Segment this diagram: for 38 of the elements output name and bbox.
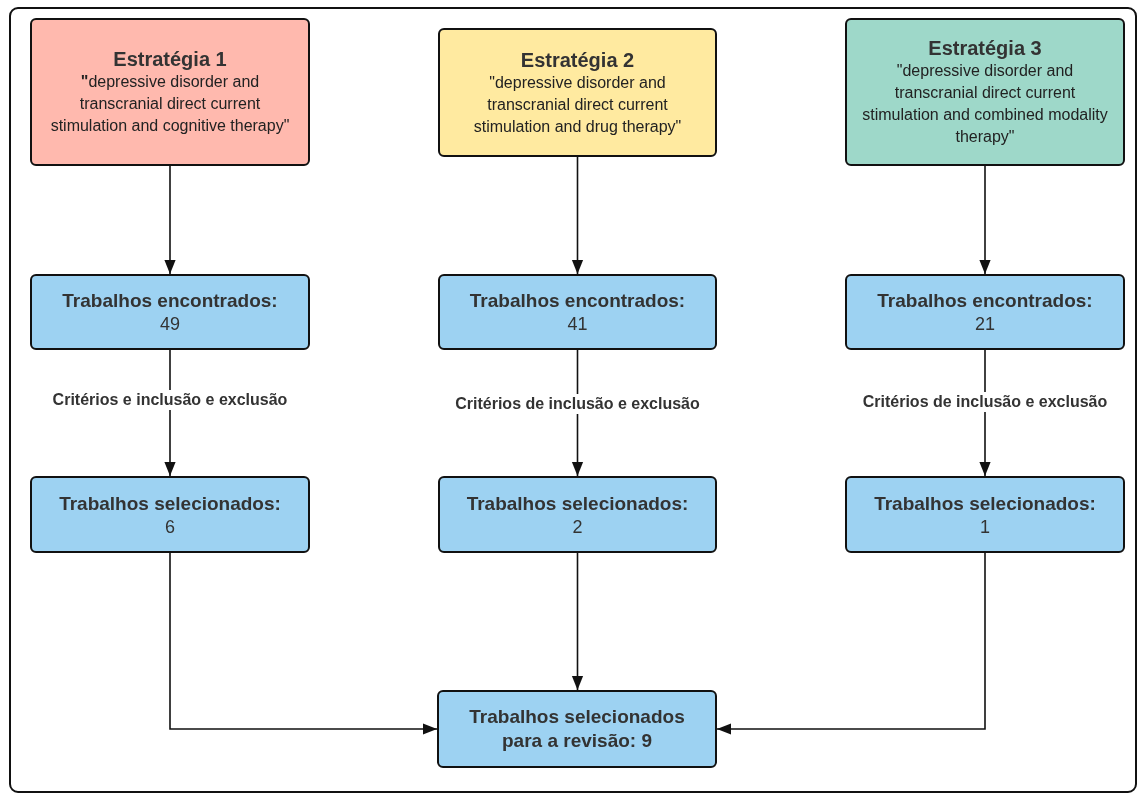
process-box: [438, 476, 717, 553]
strategy-box: [438, 28, 717, 157]
box-text: 49: [160, 313, 180, 335]
process-box: [30, 274, 310, 350]
box-text: "depressive disorder and transcranial direct current stimulation and drug therapy": [472, 72, 683, 137]
edge-label: Critérios de inclusão e exclusão: [860, 392, 1110, 412]
box-text: "depressive disorder and transcranial direct current stimulation and cognitive therapy": [49, 72, 291, 136]
arrow: [571, 156, 584, 275]
process-box: [845, 476, 1125, 553]
edge-label: Critérios e inclusão e exclusão: [50, 390, 290, 410]
edge-label: Critérios de inclusão e exclusão: [453, 394, 702, 414]
arrow: [716, 552, 986, 735]
process-box: [437, 690, 717, 768]
strategy-box: [845, 18, 1125, 166]
box-heading: Trabalhos encontrados:: [62, 289, 278, 313]
box-heading: Estratégia 3: [928, 36, 1042, 60]
arrow: [571, 552, 584, 691]
box-heading: Trabalhos encontrados:: [469, 289, 686, 313]
process-box: [30, 476, 310, 553]
arrow: [169, 552, 438, 735]
box-heading: Trabalhos selecionados:: [59, 491, 281, 516]
box-text: 41: [567, 313, 588, 335]
box-text: 1: [980, 515, 990, 538]
box-heading: Trabalhos encontrados:: [877, 289, 1093, 313]
box-heading: Estratégia 1: [113, 47, 227, 71]
box-heading: Estratégia 2: [520, 47, 635, 72]
box-heading: Trabalhos selecionados:: [874, 491, 1096, 516]
box-heading: Trabalhos selecionados:: [466, 491, 689, 516]
box-text: "depressive disorder and transcranial direct current stimulation and combined modality therapy": [861, 61, 1109, 147]
arrow: [164, 165, 176, 275]
box-text: 2: [572, 515, 583, 538]
box-heading: Trabalhos selecionados para a revisão: 9: [468, 705, 686, 753]
strategy-box: [30, 18, 310, 166]
process-box: [845, 274, 1125, 350]
process-box: [438, 274, 717, 350]
arrow: [979, 165, 991, 275]
box-text: 21: [975, 313, 995, 335]
box-text: 6: [165, 515, 175, 538]
